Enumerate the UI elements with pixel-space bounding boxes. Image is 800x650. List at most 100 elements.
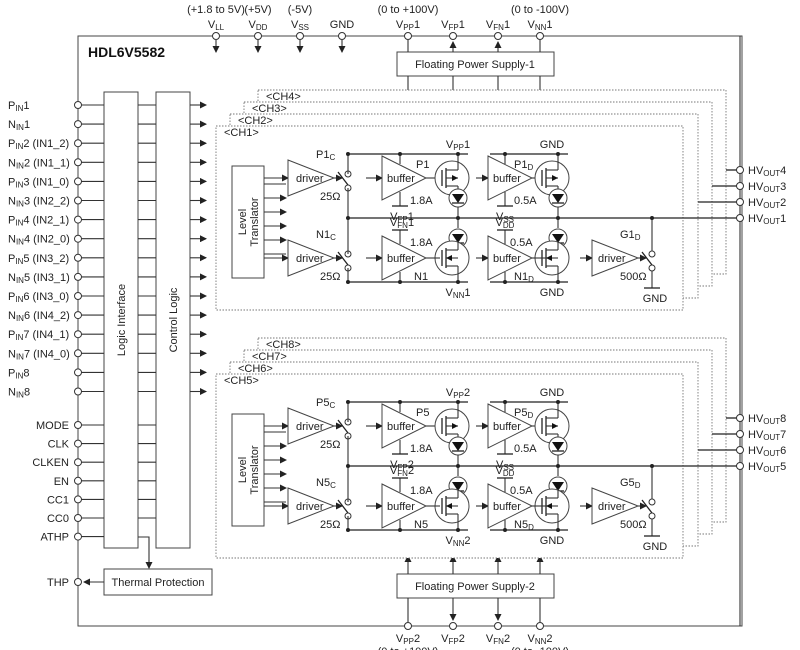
pd-fet-name: P5D (514, 407, 533, 420)
switch-blade (641, 499, 653, 514)
vfn-label: VFN1 (390, 217, 414, 230)
p-driver-label: driver (296, 173, 324, 185)
input-pin (74, 349, 82, 358)
thermal-protection-label: Thermal Protection (112, 577, 205, 589)
n-driver-resistance: 25Ω (320, 519, 340, 531)
supply-pin (296, 32, 304, 40)
vnn-label: VNN1 (445, 287, 470, 300)
supply-pin (449, 32, 457, 40)
p-fet-name: P5 (416, 407, 429, 419)
thp-pin (74, 578, 82, 586)
channel-label: <CH5> (224, 375, 259, 387)
p-fet-current: 1.8A (410, 443, 433, 455)
n-driver (287, 487, 336, 525)
junction-dot (556, 280, 560, 284)
gnd-label: GND (540, 387, 565, 399)
input-pin-label: NIN7 (IN4_0) (8, 348, 70, 361)
arrow-head (546, 503, 552, 509)
junction-dot (556, 216, 560, 220)
switch-blade (337, 419, 349, 434)
arrow-head (552, 175, 558, 181)
input-pin (74, 253, 82, 262)
control-pin-label: EN (54, 476, 69, 488)
junction-dot (556, 464, 560, 468)
supply-pin-label: VLL (208, 19, 225, 32)
junction-dot (398, 528, 402, 532)
supply-range: (0 to +100V) (378, 4, 439, 16)
switch-contact (648, 250, 656, 258)
junction-dot (503, 528, 507, 532)
floating-power-supply-1-label: Floating Power Supply-1 (415, 59, 535, 71)
input-pin (74, 330, 82, 339)
junction-dot (398, 152, 402, 156)
channel-label: <CH4> (266, 91, 301, 103)
hv-output-label: HVOUT4 (748, 165, 786, 178)
level-translator-label: LevelTranslator (237, 197, 261, 246)
n-buffer-label: buffer (387, 253, 415, 265)
switch-contact (648, 498, 656, 506)
junction-dot (398, 280, 402, 284)
vnn-label: VNN2 (445, 535, 470, 548)
control-pin-label: MODE (36, 420, 69, 432)
hv-output-pin (736, 430, 744, 438)
p-driver-resistance: 25Ω (320, 439, 340, 451)
pd-fet-name: P1D (514, 159, 533, 172)
control-logic-block (155, 91, 191, 549)
input-pin-label: PIN3 (IN1_0) (8, 176, 69, 189)
junction-dot (346, 528, 350, 532)
switch-blade (337, 499, 349, 514)
input-pin (74, 387, 82, 396)
p-buffer-label: buffer (387, 173, 415, 185)
g-driver-name: G5D (620, 477, 641, 490)
arrow-head (446, 255, 452, 261)
switch-blade (337, 171, 349, 186)
pd-fet-current: 0.5A (514, 443, 537, 455)
level-translator-label: LevelTranslator (237, 445, 261, 494)
p-driver-name: P1C (316, 149, 335, 162)
supply-range: (+5V) (244, 4, 271, 16)
pd-buffer (487, 155, 534, 201)
supply-range: (0 to +100V) (378, 646, 439, 650)
n-driver (287, 239, 336, 277)
input-pin-label: NIN3 (IN2_2) (8, 196, 70, 209)
input-pin-label: NIN2 (IN1_1) (8, 157, 70, 170)
vpp-label: VPP1 (446, 139, 470, 152)
junction-dot (650, 216, 654, 220)
diode-symbol (552, 194, 564, 203)
junction-dot (503, 400, 507, 404)
switch-contact (648, 512, 656, 520)
supply-range: (0 to -100V) (511, 646, 569, 650)
hv-output-label: HVOUT6 (748, 445, 786, 458)
junction-dot (346, 152, 350, 156)
supply-pin-label: VSS (291, 19, 309, 32)
vss-label: VSS (496, 459, 514, 472)
p-driver (287, 407, 336, 445)
arrow-head (546, 255, 552, 261)
input-pin (74, 272, 82, 281)
input-pin-label: PIN8 (8, 367, 29, 380)
diode-symbol (552, 442, 564, 451)
pd-fet-current: 0.5A (514, 195, 537, 207)
input-pin (74, 120, 82, 129)
thp-pin-label: THP (47, 577, 69, 589)
gnd-label: GND (540, 139, 565, 151)
nd-fet-name: N5D (514, 519, 534, 532)
control-pin (74, 476, 82, 485)
channel-label: <CH1> (224, 127, 259, 139)
input-pin (74, 368, 82, 377)
g-gnd-label: GND (643, 293, 668, 305)
p-driver-label: driver (296, 421, 324, 433)
junction-dot (650, 464, 654, 468)
arrow-head (452, 423, 458, 429)
input-pin (74, 101, 82, 109)
control-pin (74, 532, 82, 541)
p-fet-name: P1 (416, 159, 429, 171)
level-translator-block (231, 413, 265, 527)
n-fet-current: 1.8A (410, 485, 433, 497)
level-translator-block (231, 165, 265, 279)
p-buffer-label: buffer (387, 421, 415, 433)
input-pin-label: NIN8 (8, 387, 30, 400)
floating-power-supply-2 (396, 573, 555, 599)
supply-pin-label: VPP2 (396, 633, 420, 646)
nd-buffer-label: buffer (493, 501, 521, 513)
